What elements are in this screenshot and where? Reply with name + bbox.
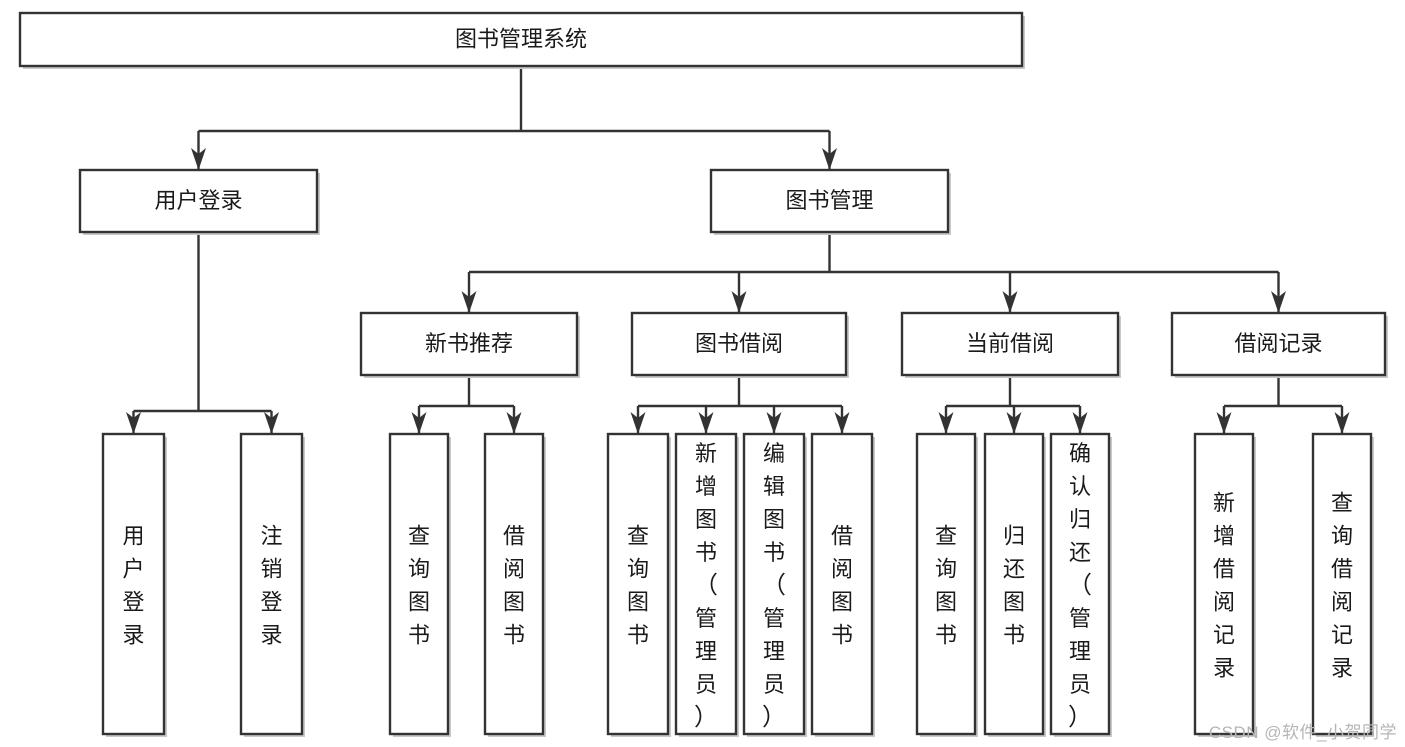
connector-group-user-login-bus	[126, 232, 279, 434]
arrowhead-icon	[834, 412, 850, 434]
arrowhead-icon	[1216, 412, 1232, 434]
node-label: 用户登录	[122, 524, 144, 648]
arrowhead-icon	[1002, 291, 1018, 313]
node-rect[interactable]	[915, 432, 977, 736]
node-label: 用户登录	[154, 188, 242, 213]
node-l2-book-manage[interactable]: 图书管理	[709, 168, 951, 235]
node-label: 当前借阅	[966, 331, 1054, 356]
node-rect[interactable]	[388, 432, 450, 736]
node-rect[interactable]	[606, 432, 670, 736]
connector-group-records-bus	[1216, 375, 1350, 434]
arrowhead-icon	[264, 412, 279, 434]
arrowhead-icon	[506, 412, 522, 434]
node-label: 借阅图书	[831, 524, 853, 648]
node-label: 查询借阅记录	[1331, 491, 1353, 681]
node-rect[interactable]	[983, 432, 1045, 736]
node-rect[interactable]	[1049, 432, 1111, 736]
node-label: 借阅记录	[1234, 331, 1322, 356]
node-root[interactable]: 图书管理系统	[18, 11, 1025, 69]
connectors-layer	[126, 66, 1350, 434]
arrowhead-icon	[698, 412, 714, 434]
node-rect[interactable]	[18, 11, 1024, 68]
node-leaf-logout[interactable]: 注销登录	[239, 432, 305, 737]
connector-group-current-bus	[938, 375, 1088, 434]
node-rect[interactable]	[483, 432, 545, 736]
node-rect[interactable]	[78, 168, 319, 234]
node-label: 借阅图书	[503, 524, 525, 648]
arrowhead-icon	[1072, 412, 1088, 434]
arrowhead-icon	[1006, 412, 1022, 434]
node-leaf-nb-query[interactable]: 查询图书	[388, 432, 451, 737]
node-leaf-cb-confirm[interactable]: 确认归还（管理员）	[1049, 432, 1112, 737]
arrowhead-icon	[630, 412, 646, 434]
node-label: 图书管理	[785, 188, 873, 213]
node-label: 查询图书	[627, 524, 649, 648]
node-l3-new-book[interactable]: 新书推荐	[359, 311, 580, 378]
node-l3-records[interactable]: 借阅记录	[1170, 311, 1388, 378]
node-label: 新书推荐	[425, 331, 513, 356]
node-leaf-bb-borrow[interactable]: 借阅图书	[810, 432, 875, 737]
arrowhead-icon	[126, 412, 141, 434]
node-label: 编辑图书（管理员）	[762, 441, 786, 731]
connector-group-root-bus	[191, 66, 837, 170]
arrowhead-icon	[731, 291, 747, 313]
node-leaf-cb-return[interactable]: 归还图书	[983, 432, 1046, 737]
node-label: 图书管理系统	[455, 26, 587, 51]
arrowhead-icon	[766, 412, 782, 434]
node-rect[interactable]	[1311, 432, 1373, 736]
connector-group-borrow-bus	[630, 375, 850, 434]
arrowhead-icon	[938, 412, 954, 434]
node-label: 新增借阅记录	[1213, 491, 1235, 681]
arrowhead-icon	[1271, 291, 1286, 313]
node-leaf-bb-edit[interactable]: 编辑图书（管理员）	[742, 432, 807, 737]
node-rect[interactable]	[709, 168, 950, 234]
node-label: 图书借阅	[695, 331, 783, 356]
node-label: 归还图书	[1003, 524, 1025, 648]
node-rect[interactable]	[1170, 311, 1387, 377]
node-leaf-cb-query[interactable]: 查询图书	[915, 432, 978, 737]
nodes-layer: 图书管理系统用户登录图书管理新书推荐图书借阅当前借阅借阅记录用户登录注销登录查询…	[18, 11, 1388, 737]
arrowhead-icon	[822, 148, 837, 170]
node-leaf-rec-add[interactable]: 新增借阅记录	[1193, 432, 1256, 737]
node-label: 查询图书	[935, 524, 957, 648]
node-l2-user-login[interactable]: 用户登录	[78, 168, 320, 235]
node-rect[interactable]	[674, 432, 738, 736]
connector-group-book-manage-bus	[461, 232, 1286, 313]
node-rect[interactable]	[742, 432, 806, 736]
node-leaf-rec-query[interactable]: 查询借阅记录	[1311, 432, 1374, 737]
node-label: 查询图书	[408, 524, 430, 648]
node-leaf-bb-query[interactable]: 查询图书	[606, 432, 671, 737]
arrowhead-icon	[461, 291, 477, 313]
node-rect[interactable]	[630, 311, 848, 377]
arrowhead-icon	[191, 148, 206, 170]
node-rect[interactable]	[239, 432, 304, 736]
node-rect[interactable]	[1193, 432, 1255, 736]
connector-group-new-book-bus	[411, 375, 522, 434]
node-leaf-nb-borrow[interactable]: 借阅图书	[483, 432, 546, 737]
node-l3-borrow[interactable]: 图书借阅	[630, 311, 849, 378]
node-leaf-bb-add[interactable]: 新增图书（管理员）	[674, 432, 739, 737]
node-rect[interactable]	[101, 432, 166, 736]
node-rect[interactable]	[900, 311, 1120, 377]
node-l3-current[interactable]: 当前借阅	[900, 311, 1121, 378]
arrowhead-icon	[411, 412, 427, 434]
node-label: 注销登录	[260, 524, 282, 648]
node-rect[interactable]	[810, 432, 874, 736]
node-label: 新增图书（管理员）	[694, 441, 718, 731]
node-label: 确认归还（管理员）	[1068, 441, 1092, 731]
node-leaf-user-login[interactable]: 用户登录	[101, 432, 167, 737]
arrowhead-icon	[1334, 412, 1350, 434]
node-rect[interactable]	[359, 311, 579, 377]
